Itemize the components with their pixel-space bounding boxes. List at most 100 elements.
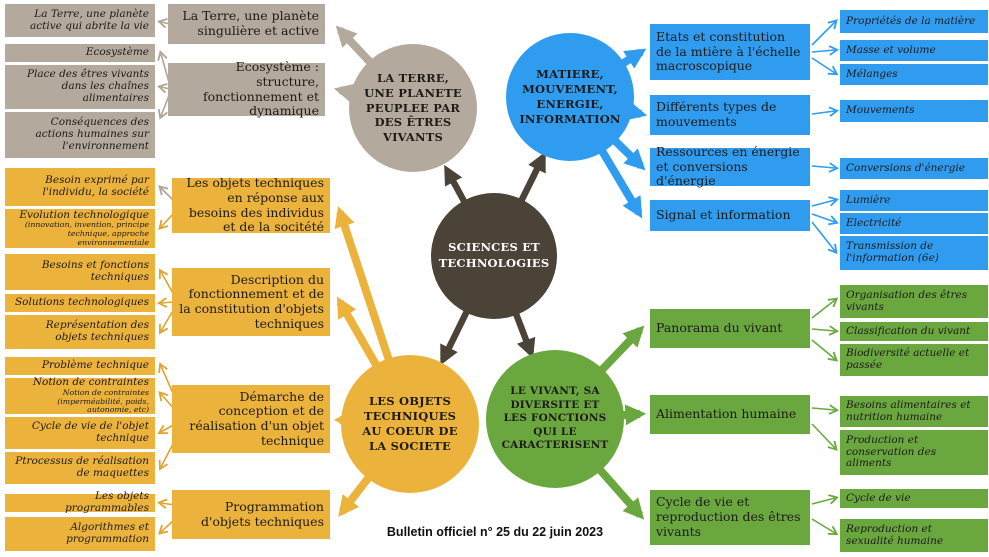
terre-section-2-label: Ecosystème : structure, fonctionnement e… [203,59,319,119]
objets-leaf-6: Problème technique [5,357,155,375]
objets-leaf-4: Solutions technologiques [5,294,155,312]
terre-leaf-2-label: Ecosystème [85,46,149,59]
vivant-section-1: Panorama du vivant [650,309,810,348]
objets-leaf-8: Cycle de vie de l'objet technique [5,417,155,449]
terre-leaf-3: Place des êtres vivants dans les chaînes… [5,65,155,109]
vivant-leaf-6: Cycle de vie [840,489,988,508]
objets-section-2-label: Description du fonctionnement et de la c… [179,271,324,331]
terre-leaf-4-label: Conséquences des actions humaines sur l'… [35,116,149,152]
vivant-leaf-7-label: Reproduction et sexualité humaine [846,522,944,547]
matiere-section-3: Ressources en énergie et conversions d'é… [650,143,810,189]
vivant-node: LE VIVANT, SA DIVERSITE ET LES FONCTIONS… [486,350,624,488]
objets-leaf-10: Les objets programmables [5,490,155,514]
vivant-section-3-label: Cycle de vie et reproduction des êtres v… [656,494,801,539]
matiere-leaf-7: Electricité [840,213,988,234]
terre-section-1: La Terre, une planète singulière et acti… [168,4,325,44]
vivant-leaf-4-label: Besoins alimentaires et nutrition humain… [846,398,971,423]
center-node: SCIENCES ET TECHNOLOGIES [431,193,557,319]
objets-section-1-label: Les objets techniques en réponse aux bes… [186,175,324,235]
vivant-leaf-2: Classification du vivant [840,322,988,341]
terre-leaf-4: Conséquences des actions humaines sur l'… [5,112,155,158]
matiere-leaf-1-label: Propriétés de la matière [846,14,976,27]
objets-leaf-5-label: Représentation des objets techniques [45,319,149,343]
objets-section-3-label: Démarche de conception et de réalisation… [189,388,324,448]
matiere-leaf-6-label: Lumière [846,193,891,206]
objets-leaf-9-label: Ptrocessus de réalisation de maquettes [15,455,149,479]
matiere-leaf-7-label: Electricité [846,216,902,229]
objets-leaf-10-label: Les objets programmables [65,490,149,514]
terre-section-2: Ecosystème : structure, fonctionnement e… [168,59,325,119]
objets-node-label: LES OBJETS TECHNIQUES AU COEUR DE LA SOC… [362,394,458,453]
objets-section-3: Démarche de conception et de réalisation… [172,385,330,453]
matiere-leaf-2-label: Masse et volume [846,43,936,56]
terre-leaf-1: La Terre, une planète active qui abrite … [5,4,155,37]
matiere-leaf-3: Mélanges [840,64,988,85]
matiere-leaf-1: Propriétés de la matière [840,10,988,33]
matiere-leaf-8-label: Transmission de l'information (6e) [846,240,939,264]
vivant-leaf-3: Biodiversité actuelle et passée [840,344,988,376]
objets-leaf-4-label: Solutions technologiques [14,296,149,309]
matiere-leaf-arrows [811,19,840,255]
objets-leaf-2-label: Evolution technologique(innovation, inve… [11,209,149,248]
matiere-leaf-5: Conversions d'énergie [840,158,988,179]
objets-section-4: Programmation d'objets techniques [172,490,330,539]
vivant-section-2-label: Alimentation humaine [656,406,797,422]
matiere-leaf-6: Lumière [840,190,988,211]
objets-section-4-label: Programmation d'objets techniques [200,498,324,529]
vivant-node-label: LE VIVANT, SA DIVERSITE ET LES FONCTIONS… [501,384,609,452]
vivant-section-1-label: Panorama du vivant [656,320,783,336]
vivant-section-3: Cycle de vie et reproduction des êtres v… [650,490,810,545]
matiere-leaf-4-label: Mouvements [846,104,915,117]
objets-leaf-11-label: Algorithmes et programmation [66,521,149,545]
vivant-leaf-7: Reproduction et sexualité humaine [840,519,988,552]
objets-leaf-3: Besoins et fonctions techniques [5,254,155,290]
vivant-leaf-1-label: Organisation des êtres vivants [846,288,968,313]
objets-leaf-2-note: (innovation, invention, principe techniq… [24,220,149,247]
vivant-leaf-arrows [811,297,840,536]
objets-leaf-9: Ptrocessus de réalisation de maquettes [5,452,155,484]
matiere-section-1-label: Etats et constitution de la mtière à l'é… [656,28,801,74]
objets-section-2: Description du fonctionnement et de la c… [172,268,330,336]
center-node-label: SCIENCES ET TECHNOLOGIES [438,240,550,270]
objets-leaf-7-note: Notion de contraintes (imperméabilité, p… [57,387,149,415]
vivant-leaf-3-label: Biodiversité actuelle et passée [846,347,970,371]
objets-leaf-11: Algorithmes et programmation [5,517,155,551]
objets-leaf-1: Besoin exprimé par l'individu, la sociét… [5,168,155,206]
objets-leaf-5: Représentation des objets techniques [5,315,155,349]
matiere-section-3-label: Ressources en énergie et conversions d'é… [656,143,800,189]
terre-section-1-label: La Terre, une planète singulière et acti… [182,8,319,38]
terre-leaf-3-label: Place des êtres vivants dans les chaînes… [26,68,149,104]
objets-leaf-6-label: Problème technique [41,359,149,372]
matiere-leaf-5-label: Conversions d'énergie [846,161,965,174]
objets-section-1: Les objets techniques en réponse aux bes… [172,175,330,235]
matiere-section-4: Signal et information [650,200,810,231]
matiere-node-label: MATIERE, MOUVEMENT, ENERGIE, INFORMATION [519,67,621,126]
terre-leaf-2: Ecosystème [5,44,155,62]
terre-node: LA TERRE, UNE PLANETE PEUPLEE PAR DES ÊT… [349,44,477,172]
footer-caption: Bulletin officiel n° 25 du 22 juin 2023 [386,525,604,539]
vivant-leaf-6-label: Cycle de vie [846,491,911,504]
matiere-leaf-2: Masse et volume [840,40,988,61]
terre-node-label: LA TERRE, UNE PLANETE PEUPLEE PAR DES ÊT… [364,70,462,145]
vivant-leaf-4: Besoins alimentaires et nutrition humain… [840,396,988,427]
matiere-section-2-label: Différents types de mouvements [656,99,777,129]
vivant-leaf-5: Production et conservation des aliments [840,430,988,475]
objets-leaf-8-label: Cycle de vie de l'objet technique [31,420,149,444]
matiere-leaf-4: Mouvements [840,100,988,122]
objets-leaf-arrows [156,213,176,535]
vivant-leaf-1: Organisation des êtres vivants [840,285,988,318]
terre-leaf-1-label: La Terre, une planète active qui abrite … [30,7,149,32]
matiere-section-2: Différents types de mouvements [650,95,810,135]
objets-leaf-2: Evolution technologique(innovation, inve… [5,209,155,248]
vivant-leaf-2-label: Classification du vivant [846,324,971,337]
objets-leaf-3-label: Besoins et fonctions techniques [41,259,149,283]
objets-leaf-1-label: Besoin exprimé par l'individu, la sociét… [42,174,149,198]
matiere-leaf-3-label: Mélanges [846,67,898,80]
objets-node: LES OBJETS TECHNIQUES AU COEUR DE LA SOC… [341,355,479,493]
vivant-section-2: Alimentation humaine [650,395,810,434]
matiere-node: MATIERE, MOUVEMENT, ENERGIE, INFORMATION [506,33,634,161]
vivant-leaf-5-label: Production et conservation des aliments [846,433,937,470]
